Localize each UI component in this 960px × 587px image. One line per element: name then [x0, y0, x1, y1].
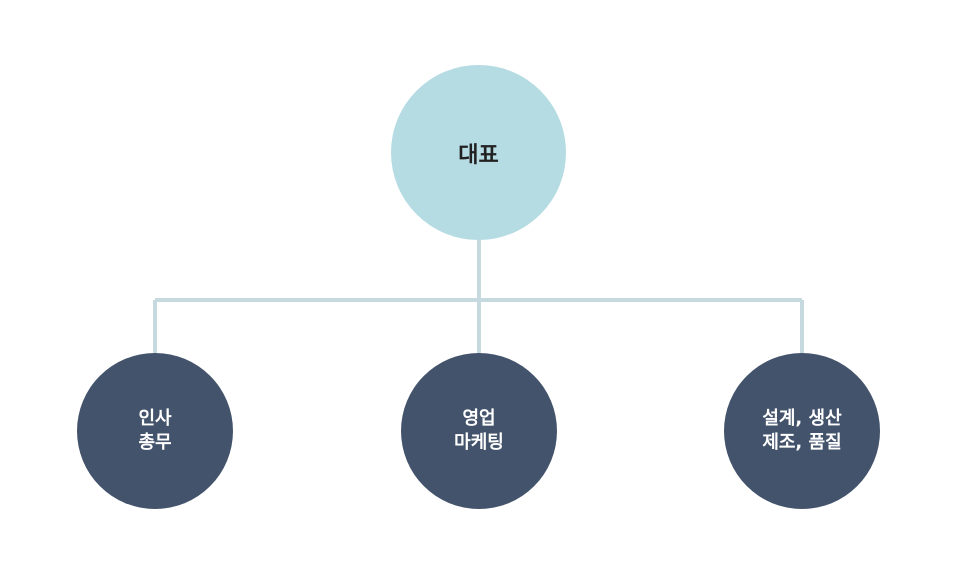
- node-hr-label-line-2: 총무: [138, 432, 172, 453]
- node-prod-label-line-1: 설계, 생산: [762, 408, 842, 429]
- node-design-production: 설계, 생산 제조, 품질: [724, 353, 880, 509]
- node-ceo: 대표: [391, 65, 566, 240]
- node-sales-label-line-2: 마케팅: [454, 432, 504, 453]
- node-ceo-label: 대표: [458, 142, 499, 168]
- node-hr-label-line-1: 인사: [138, 408, 172, 429]
- node-prod-label-line-2: 제조, 품질: [762, 432, 842, 453]
- node-sales-label-line-1: 영업: [462, 408, 496, 429]
- node-sales-marketing: 영업 마케팅: [401, 353, 557, 509]
- node-hr-general-affairs: 인사 총무: [77, 353, 233, 509]
